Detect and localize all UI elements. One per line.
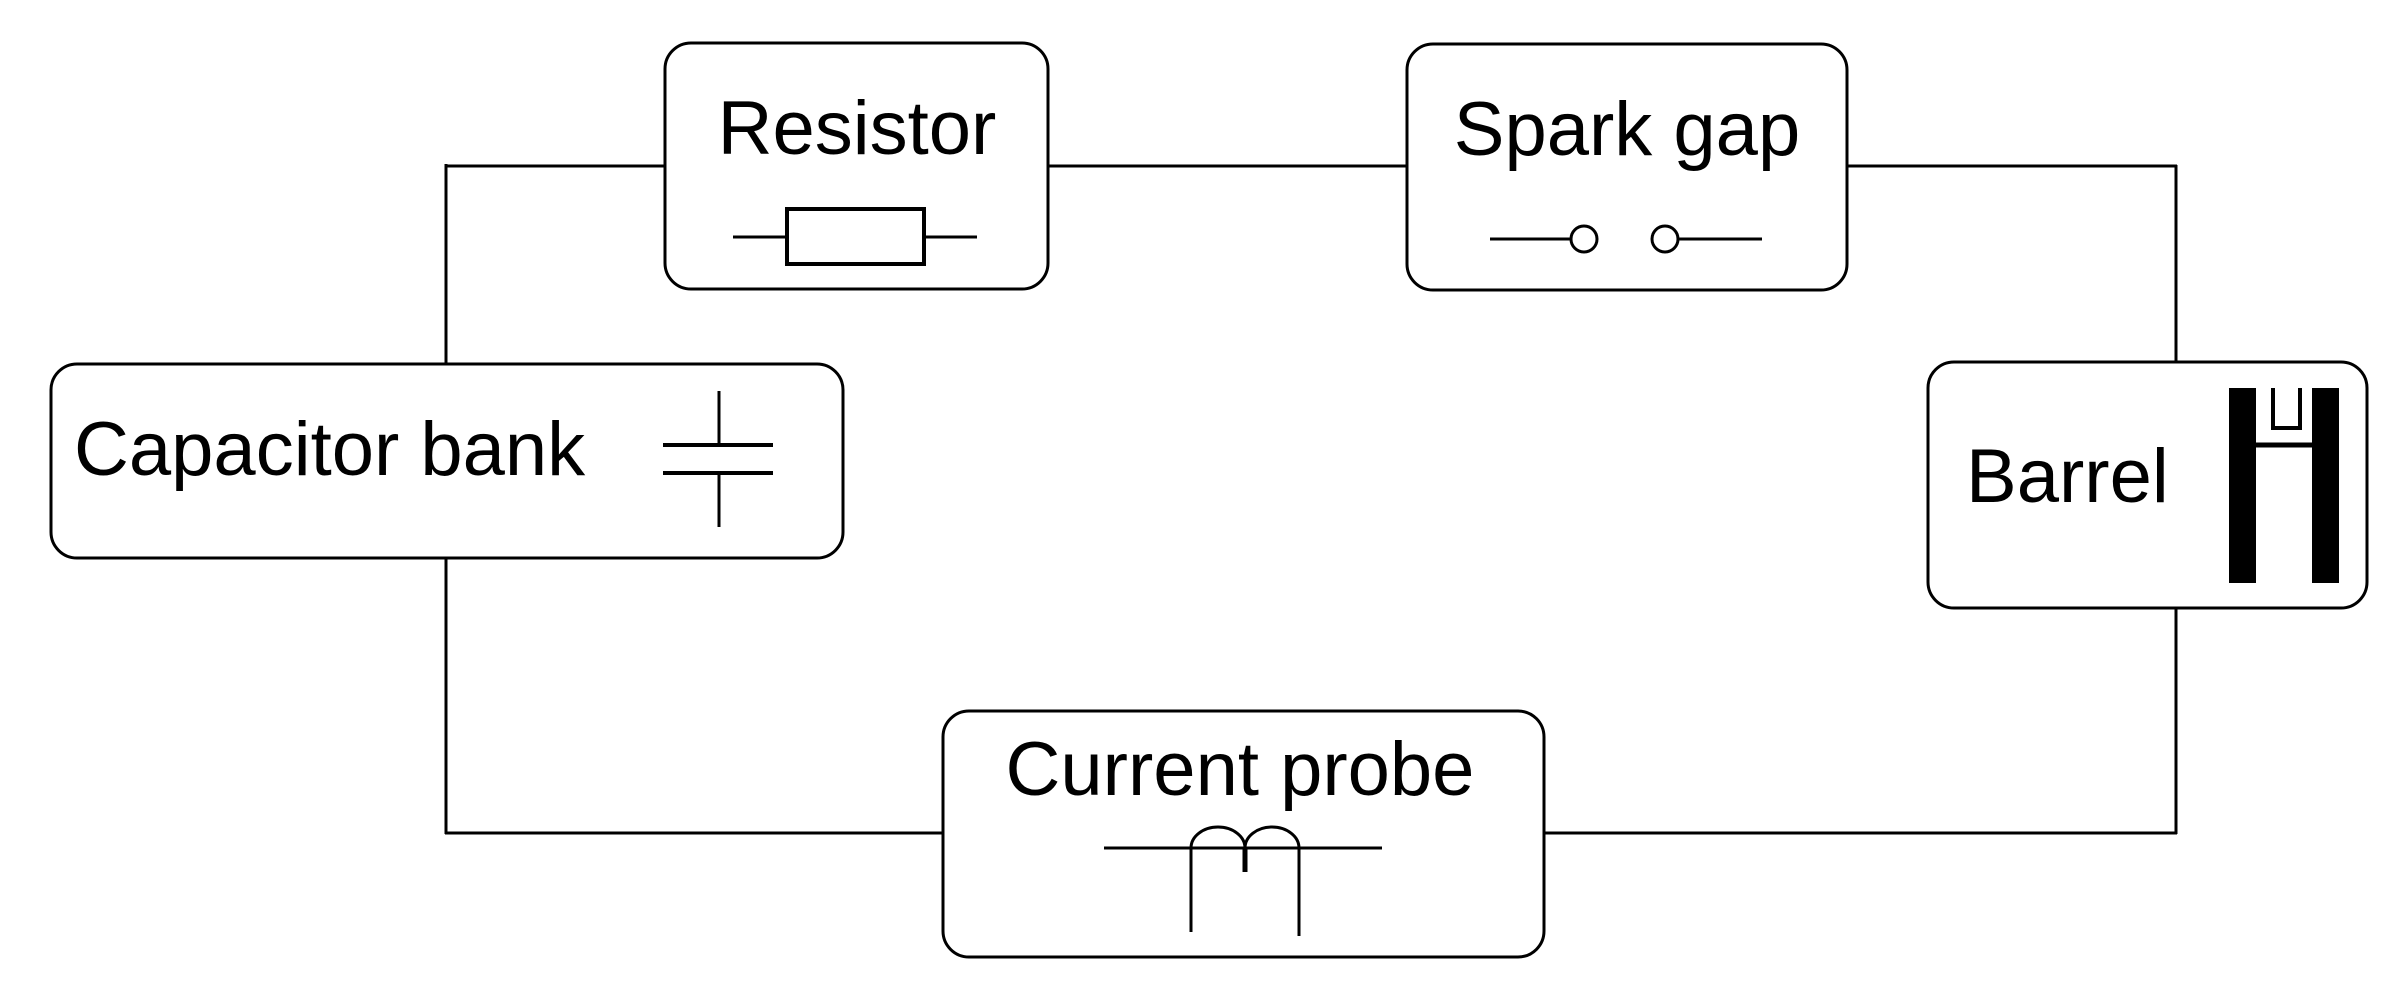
capacitor-bank-box xyxy=(49,362,845,560)
current-probe-box xyxy=(941,709,1546,959)
capacitor-bank-label: Capacitor bank xyxy=(74,407,586,492)
node-capacitor-bank: Capacitor bank xyxy=(49,362,845,560)
barrel-rails-icon xyxy=(2229,388,2339,583)
barrel-breech-channel xyxy=(2271,388,2302,430)
resistor-icon xyxy=(733,207,977,266)
resistor-box xyxy=(663,41,1050,291)
barrel-label: Barrel xyxy=(1966,434,2169,519)
barrel-rail-left xyxy=(2229,388,2256,583)
resistor-body xyxy=(785,207,926,266)
barrel-box xyxy=(1926,360,2369,610)
spark-gap-icon xyxy=(1490,224,1762,254)
node-barrel: Barrel xyxy=(1926,360,2369,610)
spark-gap-label: Spark gap xyxy=(1454,87,1800,172)
capacitor-icon xyxy=(663,391,773,527)
current-probe-label: Current probe xyxy=(1006,727,1475,812)
node-current-probe: Current probe xyxy=(941,709,1546,959)
current-transformer-icon xyxy=(1104,825,1382,936)
wires xyxy=(444,164,2178,835)
node-resistor: Resistor xyxy=(663,41,1050,291)
spark-gap-box xyxy=(1405,42,1849,292)
resistor-label: Resistor xyxy=(718,86,997,171)
spark-gap-electrode-left xyxy=(1569,224,1599,254)
spark-gap-electrode-right xyxy=(1650,224,1680,254)
node-spark-gap: Spark gap xyxy=(1405,42,1849,292)
barrel-rail-right xyxy=(2312,388,2339,583)
